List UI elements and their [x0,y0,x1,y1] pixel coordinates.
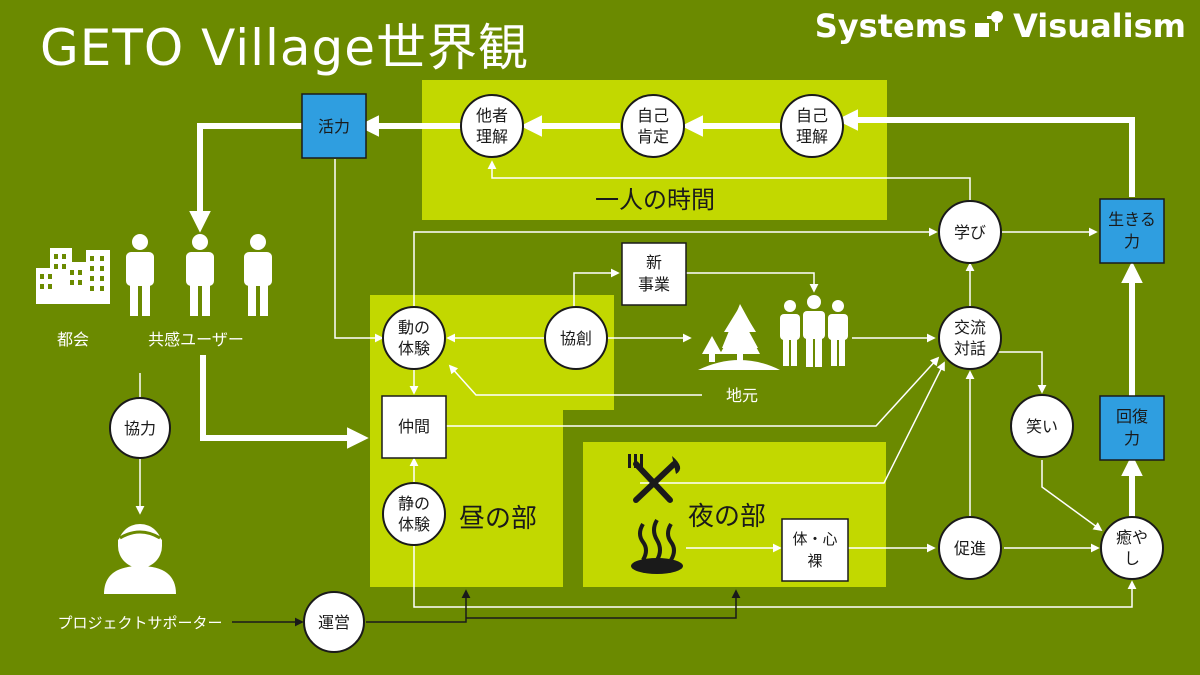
svg-text:し: し [1124,549,1140,568]
svg-text:裸: 裸 [807,552,822,570]
node-recovery-power: 回復 力 [1099,395,1165,461]
node-co-creation: 協創 [544,306,608,370]
svg-text:学び: 学び [954,223,986,242]
svg-text:協創: 協創 [560,329,592,348]
node-self-understanding: 自己 理解 [780,94,844,158]
svg-text:回復: 回復 [1116,407,1148,426]
svg-text:他者: 他者 [476,106,508,125]
node-new-business: 新 事業 [621,242,687,306]
systems-visualism-logo-icon [975,11,1005,41]
svg-text:肯定: 肯定 [637,127,669,146]
dark-arrows [232,589,741,627]
svg-text:自己: 自己 [637,106,669,125]
svg-text:対話: 対話 [954,339,986,358]
region-night-part-label: 夜の部 [688,502,766,532]
label-locals: 地元 [726,386,758,405]
brand-right-text: Visualism [1013,7,1186,45]
node-companions: 仲間 [381,395,447,459]
svg-text:運営: 運営 [318,613,350,632]
svg-text:体験: 体験 [398,339,430,358]
node-dynamic-experience: 動の 体験 [382,306,446,370]
svg-text:体・心: 体・心 [792,530,837,548]
svg-text:力: 力 [1124,232,1140,251]
svg-text:動の: 動の [398,318,430,337]
node-self-affirmation: 自己 肯定 [621,94,685,158]
svg-text:仲間: 仲間 [398,417,430,436]
thin-arrows [135,159,1137,608]
page-title: GETO Village世界観 [40,19,530,77]
svg-text:理解: 理解 [476,127,508,146]
svg-text:交流: 交流 [954,318,986,337]
region-day-part-label: 昼の部 [459,504,537,534]
supporter-avatar-icon [104,524,176,594]
region-alone-time-label: 一人の時間 [595,186,715,214]
node-vitality: 活力 [301,93,367,159]
node-learning: 学び [938,200,1002,264]
city-buildings-icon [36,248,110,304]
node-exchange-dialogue: 交流 対話 [938,306,1002,370]
svg-text:力: 力 [1124,429,1140,448]
svg-text:癒や: 癒や [1116,528,1148,547]
svg-text:生きる: 生きる [1108,210,1156,229]
person-icon [126,234,154,316]
hot-spring-icon [631,518,683,574]
person-icon [186,234,214,316]
svg-text:静の: 静の [398,494,430,513]
svg-text:活力: 活力 [318,117,350,136]
node-cooperation: 協力 [109,397,171,459]
svg-text:促進: 促進 [954,539,986,558]
node-healing: 癒や し [1100,516,1164,580]
fork-knife-icon [633,461,677,503]
people-group-icon [780,295,848,367]
svg-text:笑い: 笑い [1026,417,1058,436]
node-body-mind-naked: 体・心 裸 [781,518,849,582]
svg-text:新: 新 [646,253,662,272]
svg-text:理解: 理解 [796,127,828,146]
person-icon [244,234,272,316]
fork-knife-icon-detail [628,454,681,474]
node-other-understanding: 他者 理解 [460,94,524,158]
node-operation: 運営 [303,591,365,653]
trees-icon [698,304,780,370]
svg-text:事業: 事業 [638,275,670,294]
brand-left-text: Systems [814,7,968,45]
svg-text:体験: 体験 [398,515,430,534]
node-promotion: 促進 [938,516,1002,580]
node-living-power: 生きる 力 [1099,198,1165,264]
thick-arrows [189,109,1143,517]
node-laughter: 笑い [1010,394,1074,458]
brand-logo: Systems Visualism [814,7,1186,45]
label-project-supporter: プロジェクトサポーター [57,614,222,632]
svg-text:協力: 協力 [124,419,156,438]
label-city: 都会 [57,330,89,349]
node-static-experience: 静の 体験 [382,482,446,546]
label-empathic-users: 共感ユーザー [148,330,244,349]
svg-text:自己: 自己 [796,106,828,125]
